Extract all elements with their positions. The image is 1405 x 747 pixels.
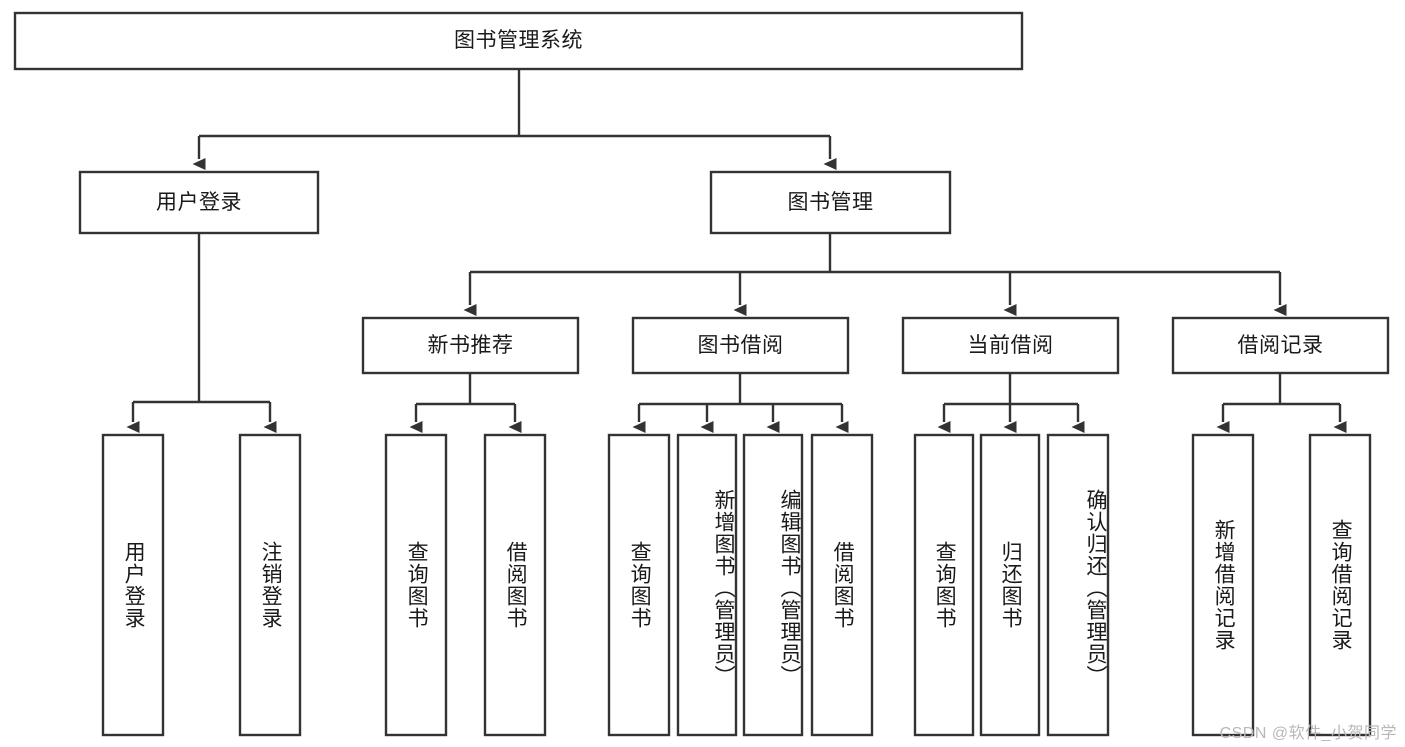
node-box-leaf-logout-login[interactable] xyxy=(238,433,302,737)
node-box-leaf-borrow-book-recommend[interactable] xyxy=(483,433,547,737)
node-box-leaf-query-book-recommend[interactable] xyxy=(384,433,448,737)
node-box-new-book-recommend[interactable] xyxy=(361,316,580,375)
node-box-leaf-query-book-borrow[interactable] xyxy=(607,433,671,737)
node-box-borrow-record[interactable] xyxy=(1171,316,1390,375)
node-box-leaf-user-login[interactable] xyxy=(101,433,165,737)
node-box-user-login[interactable] xyxy=(78,170,320,235)
node-box-leaf-confirm-return-admin[interactable] xyxy=(1046,433,1110,737)
node-box-leaf-edit-book-admin[interactable] xyxy=(742,433,804,737)
node-box-leaf-add-borrow-record[interactable] xyxy=(1191,433,1255,737)
node-box-leaf-return-book[interactable] xyxy=(979,433,1041,737)
node-box-leaf-query-book-current[interactable] xyxy=(913,433,975,737)
csdn-watermark: CSDN @软件_小贺同学 xyxy=(1219,725,1397,742)
node-box-leaf-borrow-book[interactable] xyxy=(810,433,874,737)
node-box-current-borrow[interactable] xyxy=(901,316,1120,375)
node-box-root[interactable] xyxy=(13,11,1024,71)
node-box-book-borrow[interactable] xyxy=(631,316,850,375)
node-box-leaf-query-borrow-record[interactable] xyxy=(1308,433,1372,737)
node-box-book-management[interactable] xyxy=(709,170,952,235)
node-box-leaf-add-book-admin[interactable] xyxy=(676,433,738,737)
